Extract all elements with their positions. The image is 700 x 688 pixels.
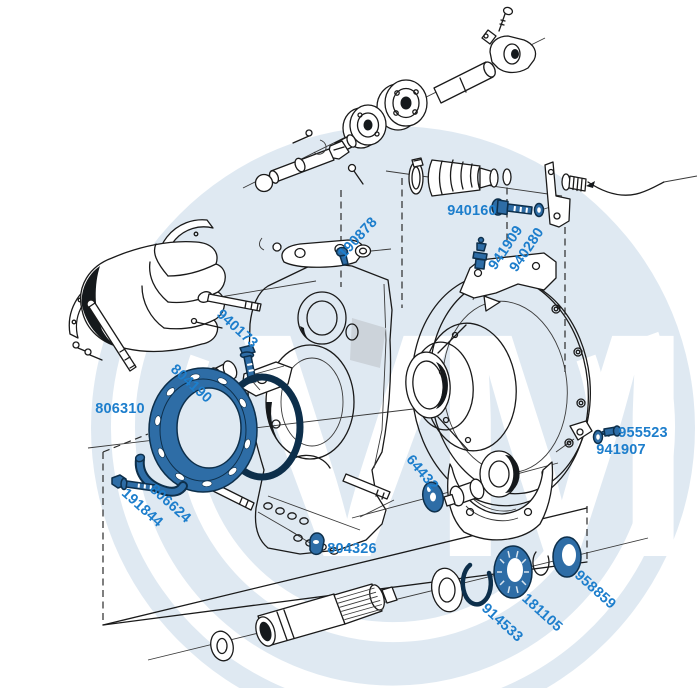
part-label-941907[interactable]: 941907	[596, 442, 646, 458]
bolt-940160	[491, 198, 545, 218]
bolt-940173	[239, 344, 261, 391]
drive-shaft	[433, 61, 496, 104]
boot-screws	[72, 341, 103, 361]
boot-clamp-assembly	[408, 157, 698, 228]
grease-fitting-941909	[472, 236, 488, 270]
housing-cone	[405, 322, 517, 452]
cable-fitting	[561, 173, 587, 192]
upper-mount-bolt	[197, 291, 262, 312]
part-label-804326[interactable]: 804326	[327, 541, 377, 557]
cable-bracket	[544, 161, 571, 228]
part-label-940160[interactable]: 940160	[447, 203, 497, 219]
dowel-pin	[190, 317, 223, 329]
control-cable	[586, 175, 698, 196]
seal-958859	[552, 536, 582, 578]
part-label-955523[interactable]: 955523	[618, 425, 668, 441]
shaft-washer	[210, 630, 234, 662]
ball-joint	[254, 173, 274, 193]
linkage-rod	[254, 148, 335, 193]
seal-washer	[430, 567, 464, 613]
ring-806310	[148, 367, 258, 493]
watermark-swoosh-outer	[111, 331, 675, 688]
foot-studs	[210, 473, 391, 511]
plate-upper-bore	[297, 291, 347, 345]
nut	[354, 244, 372, 258]
bearing-181105	[493, 545, 533, 599]
pipe-806624	[134, 453, 188, 497]
washer-941907	[592, 429, 604, 445]
rubber-boot	[80, 240, 226, 353]
left-boot-assembly	[68, 219, 226, 372]
bolt-955523	[599, 425, 622, 437]
top-screw	[498, 6, 514, 32]
clevis-joint	[481, 29, 537, 74]
hose-clamp	[408, 157, 424, 195]
circlip	[532, 551, 550, 576]
kit-boundary-dashed	[102, 176, 588, 625]
side-tab	[569, 420, 593, 441]
output-shaft	[255, 583, 398, 647]
flag-tab	[483, 295, 501, 312]
part-label-806310[interactable]: 806310	[95, 401, 145, 417]
linkage-pins	[292, 129, 364, 185]
thrust-washer-64432	[421, 481, 445, 513]
small-boot	[427, 159, 512, 197]
plug-804326	[309, 532, 325, 556]
ring-slots	[154, 373, 251, 487]
stud-190878	[335, 244, 372, 266]
bottom-cover	[447, 461, 554, 541]
release-bearing-carrier	[443, 450, 520, 507]
snap-ring-914533	[460, 562, 494, 607]
driveshaft-assembly	[254, 6, 537, 193]
bolt-191844	[111, 474, 156, 492]
long-bolt	[86, 299, 137, 372]
